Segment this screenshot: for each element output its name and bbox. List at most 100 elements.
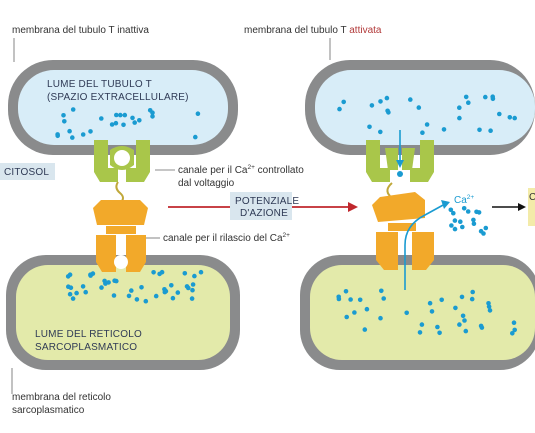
calcium-ion-dot [486,304,492,309]
calcium-ion-dot [437,330,442,336]
calcium-ion-dot [130,115,135,121]
sr-lumen-label-line1: LUME DEL RETICOLO [35,329,142,340]
calcium-ion-dot [463,328,469,334]
calcium-ion-dot [462,318,467,323]
calcium-ion-dot [507,115,513,120]
calcium-ion-dot [457,105,462,110]
calcium-ion-dot [70,135,75,140]
calcium-ion-dot [70,107,76,112]
calcium-ion-dot [83,289,88,295]
calcium-ion-dot [424,122,430,127]
voltage-gated-channel-right [366,130,434,197]
inactive-membrane-label: membrana del tubulo T inattiva [12,25,149,36]
calcium-ion-dot [497,111,502,117]
calcium-ion-dot [348,297,353,302]
action-potential-arrow: POTENZIALE D'AZIONE [168,192,358,220]
calcium-ion-dot [106,280,111,285]
calcium-ion-dot [198,269,204,275]
calcium-ion-dot [344,314,350,320]
active-membrane-label: membrana del tubulo T attivata [244,25,382,36]
calcium-ion-dot [459,294,465,300]
calcium-ion-dot [416,105,422,110]
calcium-ions-sr-left [65,269,204,304]
calcium-ion-dot [429,309,435,314]
calcium-ion-dot [487,308,493,313]
calcium-ion-dot [452,218,458,223]
cytosol-label: CITOSOL [4,167,49,178]
calcium-ion-dot [471,217,476,223]
calcium-ion-dot [193,134,198,140]
calcium-ion-dot [195,111,201,116]
calcium-ion-dot [384,95,390,101]
calcium-ion-dot [461,206,467,211]
calcium-ion-dot [111,293,117,298]
calcium-ion-dot [478,228,484,234]
calcium-ion-dot [458,219,463,224]
calcium-ion-dot [182,271,188,276]
calcium-ion-dot [80,284,86,289]
calcium-ion-dot [139,285,144,290]
calcium-ion-dot [169,283,174,288]
calcium-ion-dot [61,113,66,118]
calcium-ion-dot [364,306,370,312]
calcium-ion-dot [471,221,477,226]
calcium-ion-dot [70,296,76,301]
calcium-ion-dot [460,313,466,319]
calcium-ion-dot [510,331,515,336]
calcium-ion-dot [453,305,458,311]
calcium-ion-dot [352,310,357,315]
sr-membrane-label-line1: membrana del reticolo [12,392,111,403]
calcium-ion-dot [460,224,465,230]
release-channel-right [372,192,450,290]
calcium-ion-dot [80,132,86,137]
t-tubule-lumen-label-line1: LUME DEL TUBULO T [47,79,152,90]
calcium-ion-dot [192,273,197,279]
left-panel-inactive: LUME DEL TUBULO T (SPAZIO EXTRACELLULARE… [0,25,304,416]
calcium-ion-dot [170,295,176,301]
calcium-ion-dot [132,120,137,125]
calcium-ion-dot [362,327,368,332]
calcium-ion-dot [466,100,471,105]
calcium-ion-dot [143,298,149,304]
calcium-ion-dot [470,289,476,295]
calcium-ion-dot [490,96,496,102]
calcium-ion-dot [448,207,454,213]
calcium-ion-dot [341,99,347,105]
sr-lumen-label-line2: SARCOPLASMATICO [35,342,137,353]
release-channel-label: canale per il rilascio del Ca2+ [163,232,290,244]
calcium-ion-dot [118,112,123,118]
calcium-ion-dot [457,115,462,121]
t-tubule-lumen-left [18,70,228,145]
calcium-ion-dot [68,285,74,291]
cut-off-letter: C [529,192,535,203]
calcium-ion-dot [378,99,383,104]
calcium-ion-dot [357,297,363,303]
cytosol-label-box [0,163,55,180]
calcium-ion-dot [336,296,342,302]
calcium-ions-cytosol-released [448,206,489,236]
calcium-ion-dot [381,296,387,301]
t-tubule-lumen-right [315,70,535,145]
calcium-ion-dot [67,272,73,278]
calcium-ion-label: Ca2+ [454,194,474,206]
calcium-ion-dot [55,133,60,139]
calcium-ion-dot [369,103,375,108]
voltage-channel-label-line1: canale per il Ca2+ controllato [178,164,304,176]
calcium-ion-dot [67,291,73,297]
calcium-ion-dot [175,290,181,295]
calcium-ion-dot [112,278,117,284]
sr-lumen-right [310,265,535,360]
calcium-ions-t-tubule-left [55,107,201,140]
calcium-ion-dot [441,127,447,132]
calcium-ion-dot [126,293,132,299]
calcium-ion-dot [452,226,458,232]
voltage-channel-label-line2: dal voltaggio [178,178,235,189]
calcium-ion-dot [150,110,155,115]
calcium-ion-dot [457,322,462,327]
calcium-ion-dot [449,223,454,228]
calcium-ion-dot [62,119,67,124]
calcium-ion-dot [404,310,410,316]
calcium-ion-dot [419,322,425,327]
calcium-ion-dot [463,94,469,100]
